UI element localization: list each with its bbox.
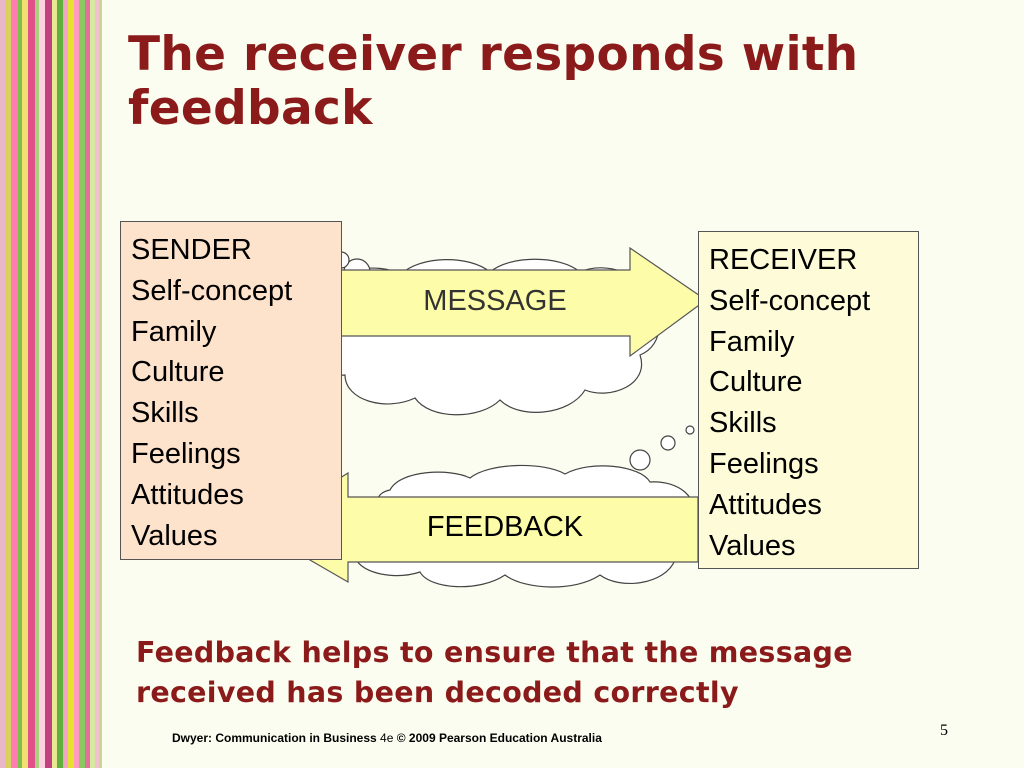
footer-edition: 4e (380, 731, 394, 745)
sender-item: Attitudes (131, 478, 244, 511)
sender-item: Values (131, 519, 218, 552)
receiver-item: Values (709, 529, 796, 562)
slide-title: The receiver responds with feedback (128, 27, 859, 136)
message-arrow (332, 246, 708, 358)
receiver-item: Skills (709, 407, 777, 440)
sender-heading: SENDER (131, 234, 252, 266)
receiver-item: Family (709, 325, 795, 358)
receiver-item: Self-concept (709, 284, 871, 317)
receiver-item: Attitudes (709, 488, 822, 521)
slide-footer: Dwyer: Communication in Business 4e © 20… (172, 731, 602, 745)
receiver-box: RECEIVER Self-concept Family Culture Ski… (698, 231, 919, 569)
sender-item: Feelings (131, 437, 241, 470)
slide-caption: Feedback helps to ensure that the messag… (136, 636, 853, 709)
receiver-item: Culture (709, 366, 803, 399)
sender-item: Skills (131, 397, 199, 430)
sender-item: Culture (131, 356, 225, 389)
sender-item: Self-concept (131, 274, 293, 307)
receiver-item: Feelings (709, 447, 819, 480)
sender-box: SENDER Self-concept Family Culture Skill… (120, 221, 342, 560)
receiver-heading: RECEIVER (709, 244, 858, 276)
feedback-label: FEEDBACK (426, 511, 584, 543)
footer-text: Dwyer: Communication in Business (172, 731, 381, 745)
page-number: 5 (940, 722, 948, 739)
message-label: MESSAGE (423, 285, 567, 317)
sender-item: Family (131, 315, 217, 348)
footer-copyright: © 2009 Pearson Education Australia (393, 731, 602, 745)
decorative-stripes (0, 0, 102, 768)
